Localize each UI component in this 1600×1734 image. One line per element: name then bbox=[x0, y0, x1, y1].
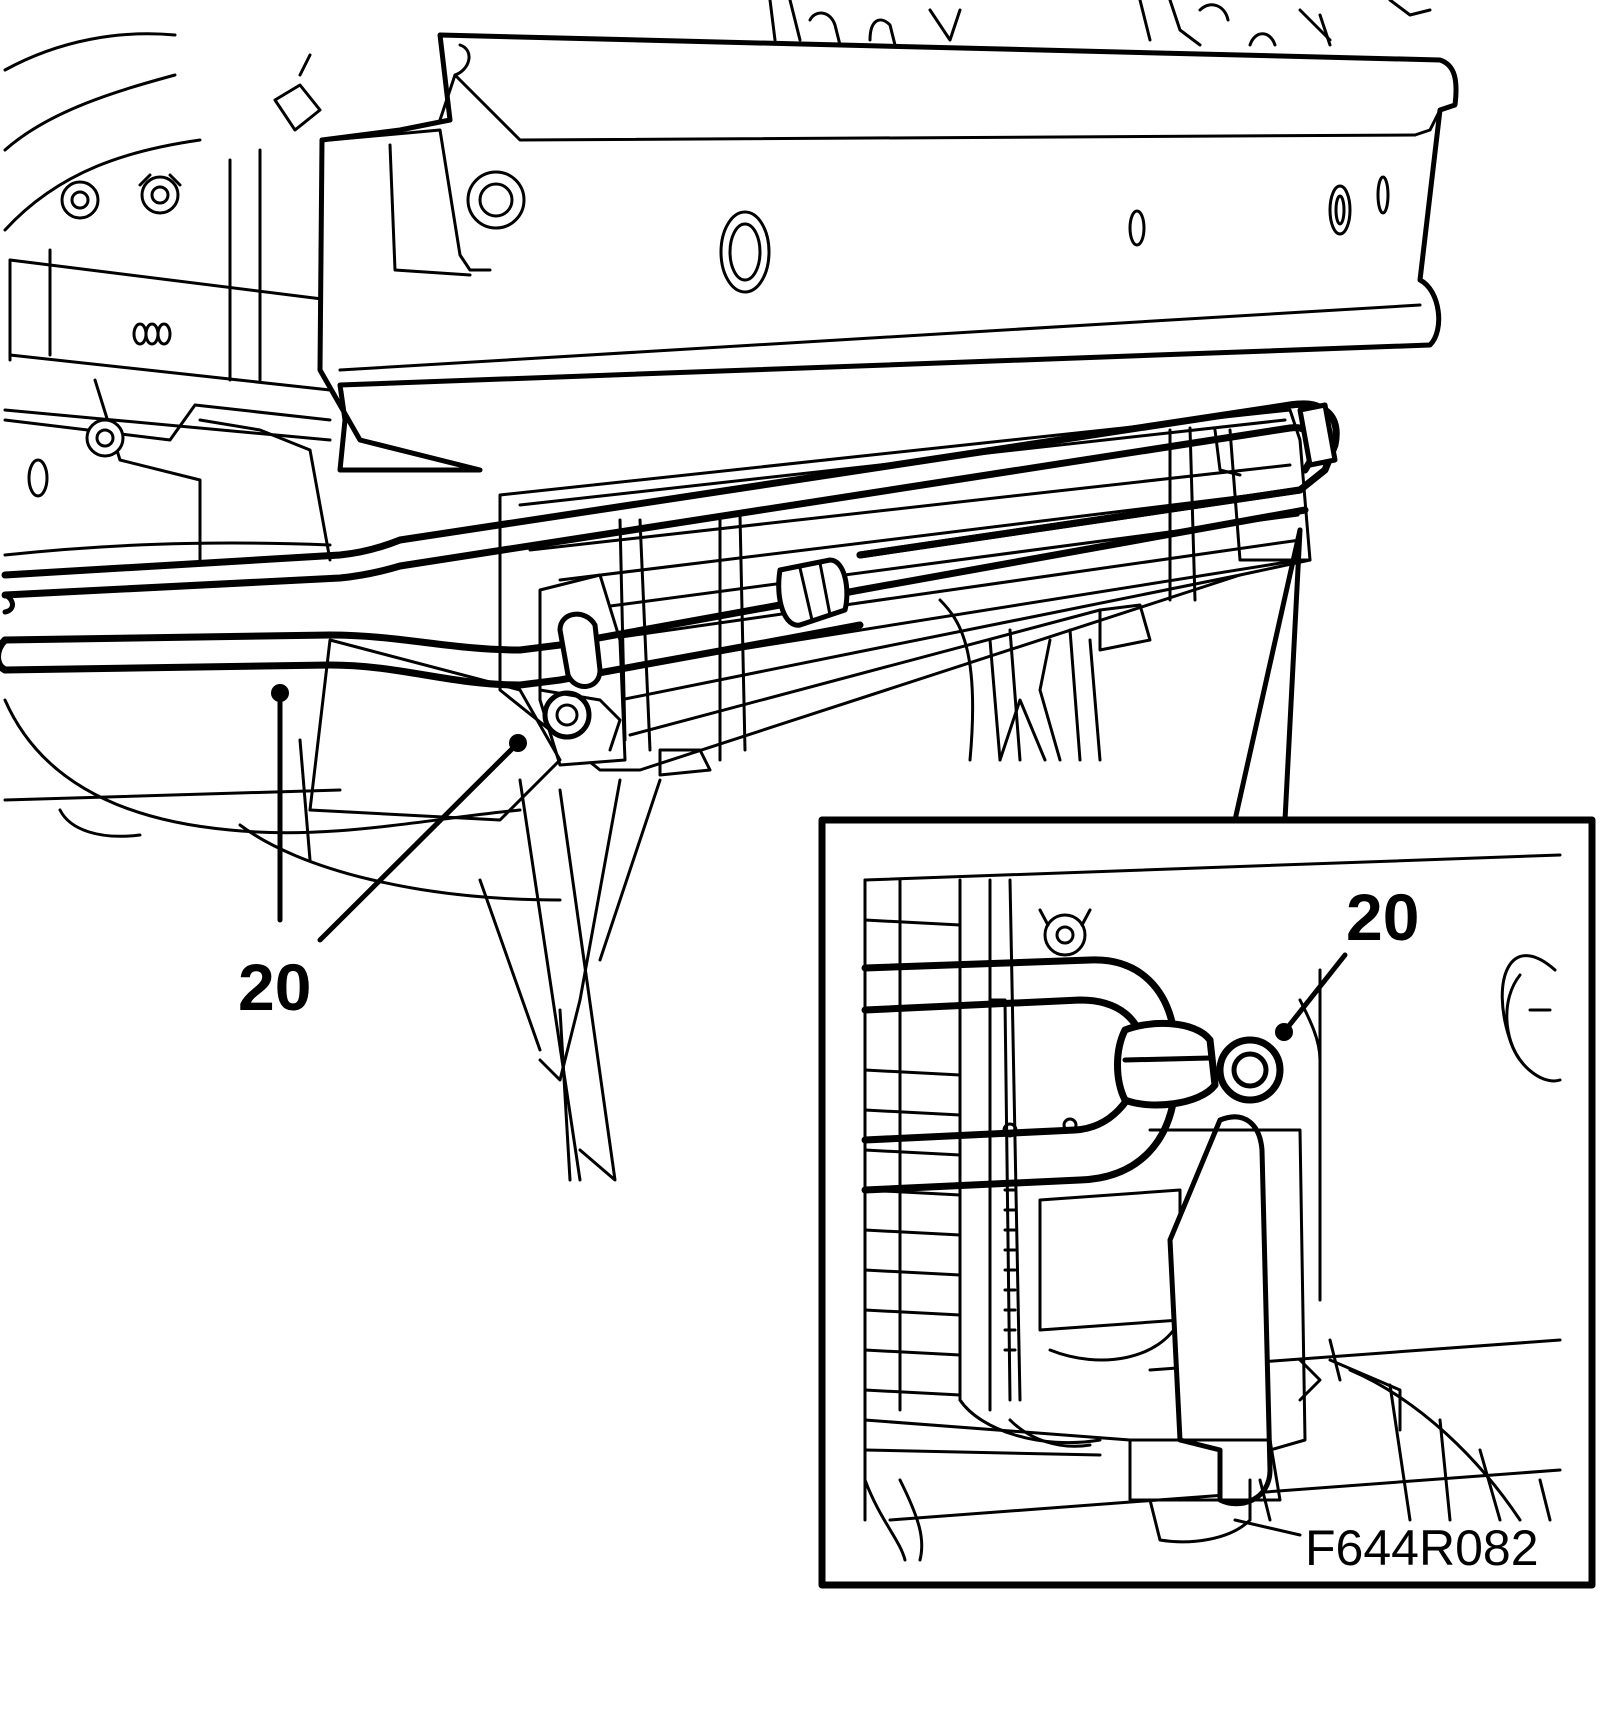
inset-frame bbox=[818, 816, 1596, 1589]
main-callout-leaders bbox=[271, 684, 527, 943]
leader-dot-bracket bbox=[509, 734, 527, 752]
front-crossmember bbox=[317, 32, 1459, 473]
leader-dot-left bbox=[271, 684, 289, 702]
left-body-structure bbox=[3, 32, 562, 902]
inset-connector bbox=[1232, 527, 1303, 823]
callout-label-main: 20 bbox=[238, 950, 311, 1024]
callout-label-inset: 20 bbox=[1346, 880, 1419, 954]
figure-reference-code: F644R082 bbox=[1305, 1520, 1539, 1576]
upper-engine-parts bbox=[768, 0, 1432, 47]
leader-dot-inset bbox=[1275, 1023, 1293, 1041]
detail-inset bbox=[818, 816, 1596, 1589]
oil-cooler-pipes bbox=[0, 400, 1340, 752]
